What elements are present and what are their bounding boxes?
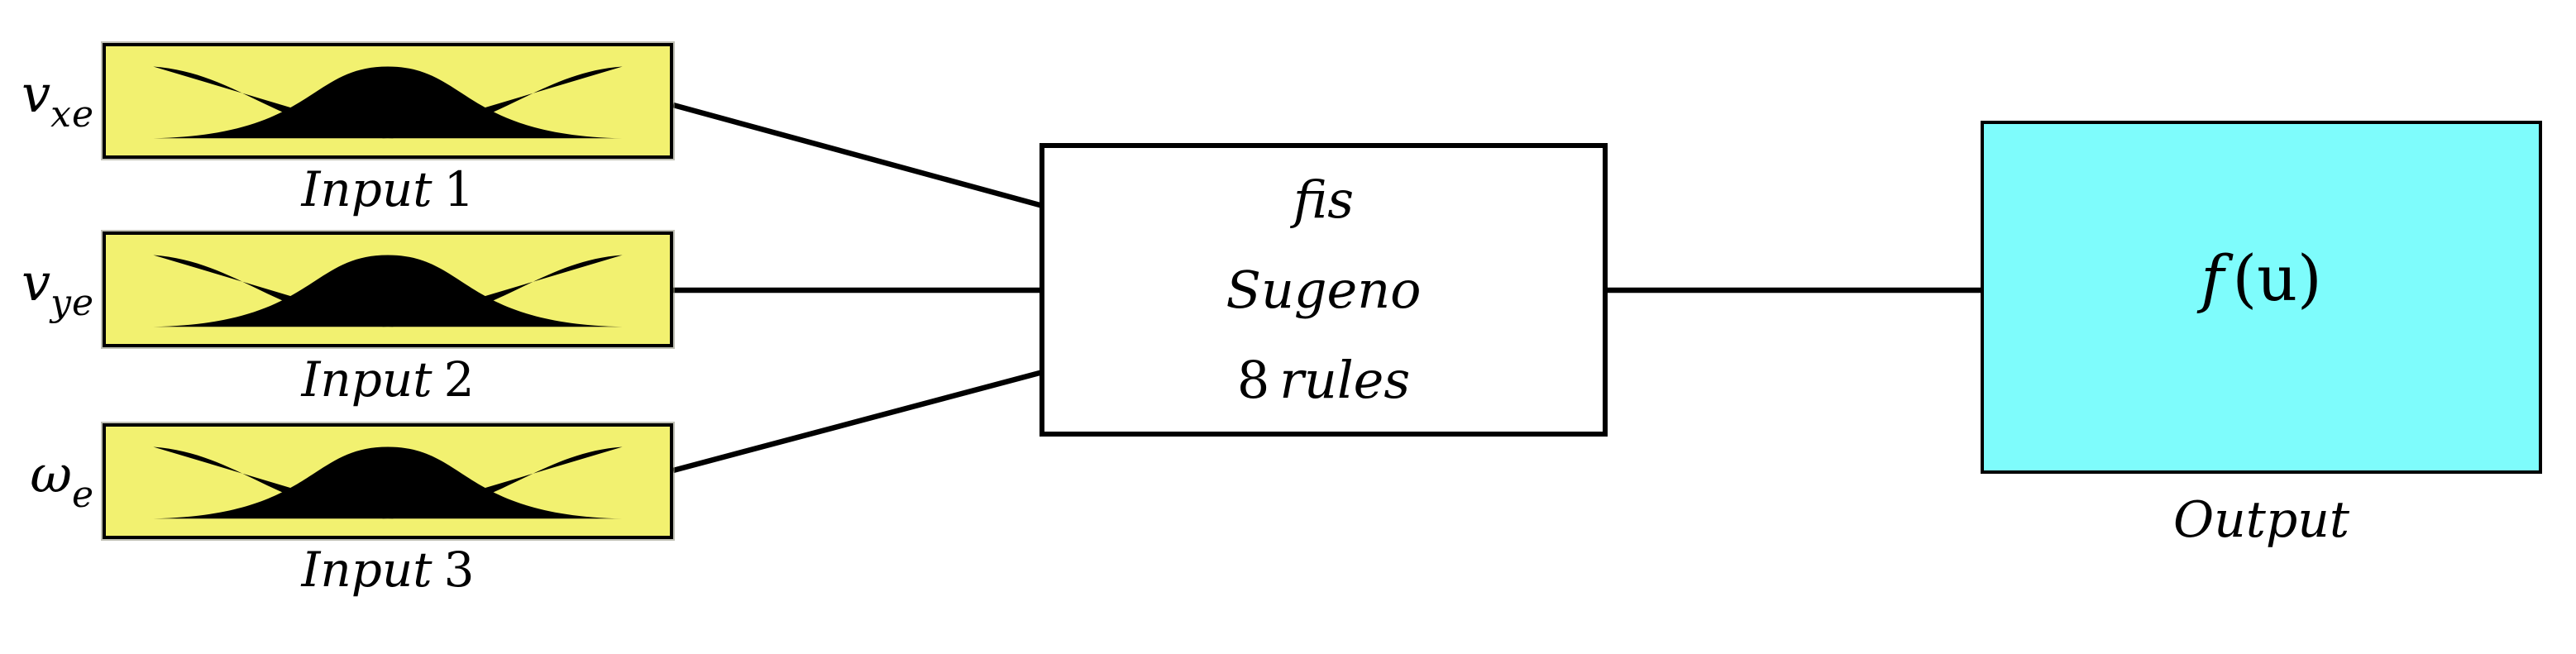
fis-type: Sugeno [1226,259,1422,320]
input-1-variable-label: vxe [0,64,94,136]
membership-curves-icon [153,255,623,328]
input-3-membership-box [103,423,673,539]
connector-input3-to-fis [672,369,1044,474]
input-2-symbol: v [22,252,51,313]
input-3-variable-label: ωe [0,446,94,515]
input-1-subscript: xe [50,93,94,136]
membership-curves-icon [153,446,623,520]
input-2-variable-label: vye [0,252,94,324]
connector-input1-to-fis [672,102,1044,209]
input-3-symbol: ω [30,444,72,504]
input-3-subscript: e [71,474,94,516]
fis-name: fis [1293,169,1355,230]
membership-curves-icon [153,66,623,140]
output-function-label: f(u) [2201,241,2322,315]
input-2-membership-box [103,232,673,347]
input-1-membership-box [103,43,673,159]
input-2-subscript: ye [50,282,94,324]
input-1-symbol: v [22,64,51,124]
output-box: f(u) [1981,121,2542,474]
output-caption: Output [2172,491,2350,549]
